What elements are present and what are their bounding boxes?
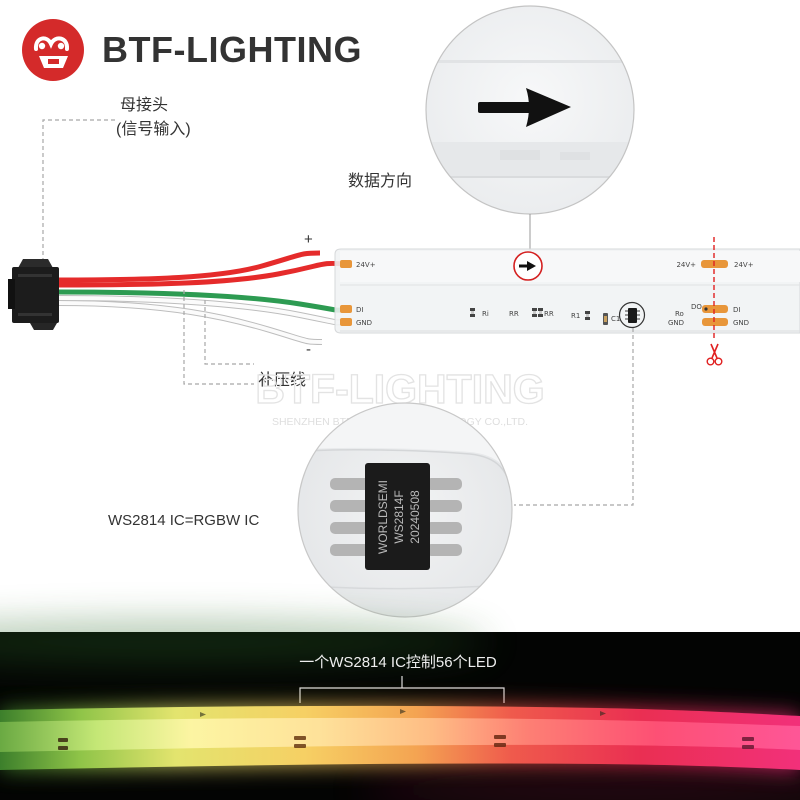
- minus-label: -: [306, 341, 311, 358]
- extra-wire-leader-outer: [183, 290, 254, 385]
- component-label: C1: [611, 315, 620, 323]
- component-label: RR: [544, 310, 554, 318]
- pad-power-label: 24V+: [356, 261, 376, 269]
- data-direction-label: 数据方向: [348, 172, 412, 190]
- btf-logo-icon: [22, 19, 84, 81]
- ic-leader-line: [514, 328, 634, 506]
- demo-caption: 一个WS2814 IC控制56个LED: [299, 654, 497, 671]
- cut-power-right-label: 24V+: [734, 261, 754, 269]
- component-label: R1: [571, 312, 580, 320]
- cut-data-out-label: DO: [691, 303, 702, 311]
- brand-logo: BTF-LIGHTING: [22, 19, 362, 81]
- direction-zoom-circle: [425, 5, 635, 215]
- component-label: Ri: [482, 310, 489, 318]
- ic-chip-body: [365, 463, 430, 570]
- arrow-right-icon: [519, 261, 536, 271]
- cut-ground-left-label: GND: [668, 319, 684, 327]
- ic-zoom-circle: WORLDSEMI WS2814F 20240508: [297, 402, 513, 618]
- pad-data-left: [340, 305, 352, 313]
- lit-strip-demo: 一个WS2814 IC控制56个LED: [0, 620, 800, 800]
- smd-capacitor: [603, 313, 608, 325]
- ic-marking-line: WORLDSEMI: [376, 480, 390, 554]
- cut-power-left-label: 24V+: [676, 261, 696, 269]
- cut-resistor-out-label: Ro: [675, 310, 684, 318]
- smd-component: [585, 311, 590, 320]
- power-wire: [57, 260, 346, 288]
- strip-cut-marks: [58, 735, 754, 750]
- connector-sublabel: (信号输入): [116, 120, 191, 138]
- extra-ground-wire: [57, 301, 323, 344]
- led-strip: 24V+ DI GND Ri RR RR R1 C1: [334, 248, 800, 334]
- extra-power-wire: [57, 250, 321, 283]
- ic-caption: WS2814 IC=RGBW IC: [108, 512, 259, 529]
- ic-marking-line: 20240508: [408, 490, 422, 544]
- pad-ground-left: [340, 318, 352, 326]
- component-label: RR: [509, 310, 519, 318]
- strip-direction-marks: [200, 709, 606, 717]
- pad-via: [704, 307, 708, 311]
- ic-pins-left: [330, 478, 370, 556]
- extra-wire-leader-inner: [204, 300, 254, 365]
- pad-power-left: [340, 260, 352, 268]
- arrow-right-icon: [478, 88, 571, 127]
- strip-led-band: [0, 717, 800, 752]
- connector-leader-line: [42, 119, 115, 262]
- pad-data-label: DI: [356, 306, 363, 314]
- pad-ground-label: GND: [356, 319, 372, 327]
- smd-component: [470, 308, 475, 317]
- smd-component: [532, 308, 543, 317]
- cut-pad-ground: [702, 318, 728, 326]
- cut-data-in-label: DI: [733, 306, 740, 314]
- wire-bundle: [57, 250, 346, 345]
- ic-pins-right: [426, 478, 462, 556]
- scissors-icon: [706, 343, 723, 366]
- ic-marking-line: WS2814F: [392, 490, 406, 543]
- extra-wire-label: 补压线: [258, 371, 306, 389]
- cut-ground-right-label: GND: [733, 319, 749, 327]
- ic-chip-small: [625, 308, 640, 323]
- brand-name: BTF-LIGHTING: [102, 29, 362, 70]
- cut-pad-data: [702, 305, 728, 313]
- ic-marking: WORLDSEMI WS2814F 20240508: [376, 480, 422, 554]
- female-connector: [8, 259, 59, 330]
- plus-label: +: [304, 231, 313, 248]
- connector-label: 母接头: [120, 96, 168, 114]
- ic-highlight-circle: [618, 301, 646, 329]
- direction-marker: [513, 251, 543, 281]
